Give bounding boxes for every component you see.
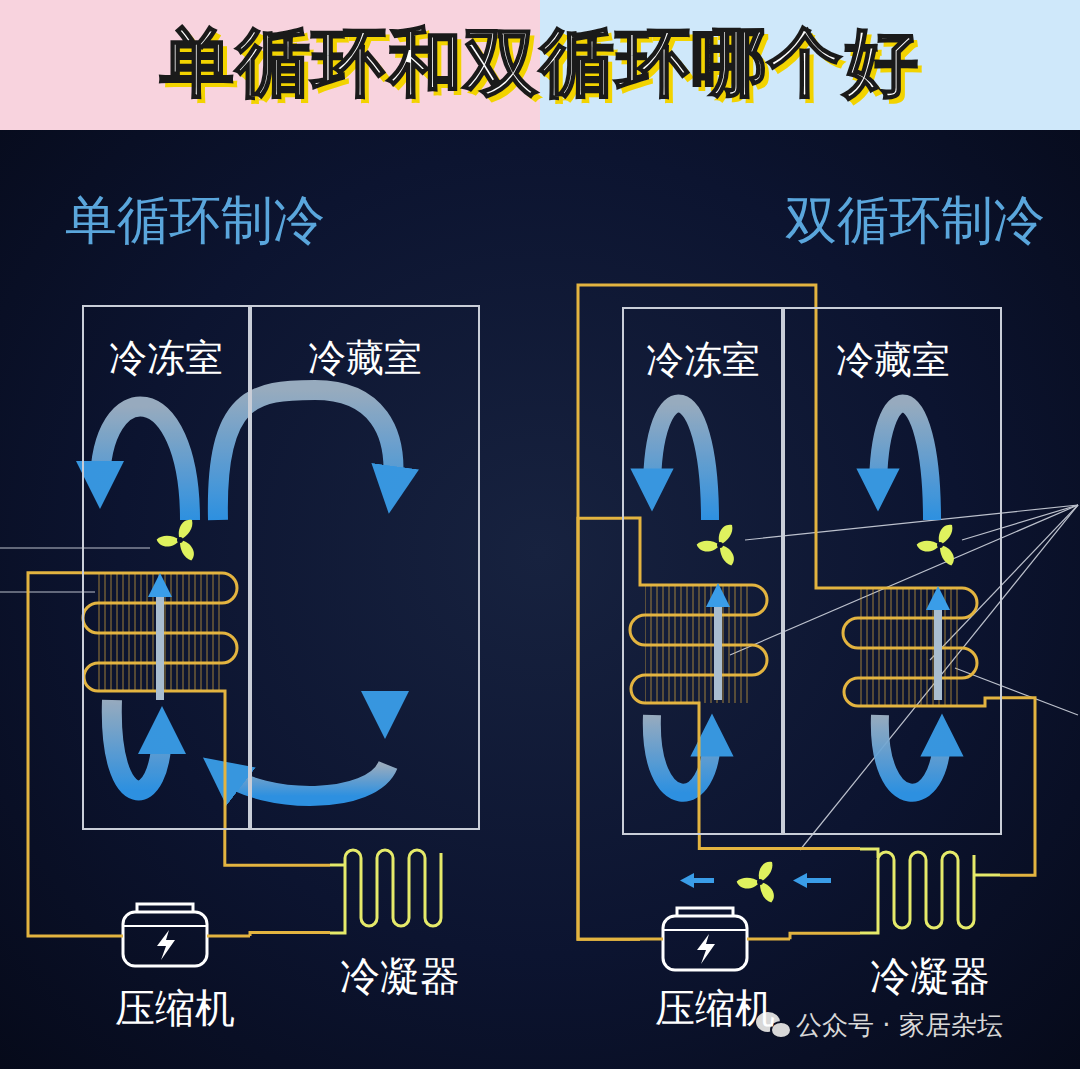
refrigerant-pipe (790, 933, 860, 939)
compartment-label: 冷凝器 (340, 949, 460, 1004)
compartment-label: 冷藏室 (308, 333, 422, 384)
compartment-label: 冷冻室 (646, 335, 760, 386)
compressor: 压缩机 (100, 880, 250, 1040)
compressor: 压缩机 (640, 885, 790, 1040)
compartment-label: 压缩机 (655, 981, 775, 1036)
watermark: 公众号 · 家居杂坛 (796, 1008, 1003, 1043)
refrigerant-pipe (699, 835, 860, 849)
refrigerant-pipe (225, 830, 330, 865)
title-text: 单循环和双循环哪个好 (0, 14, 1080, 114)
panel-heading: 单循环制冷 (65, 186, 325, 256)
compartment-label: 冷冻室 (109, 333, 223, 384)
refrigerant-pipe (578, 518, 640, 939)
condenser: 冷凝器 (860, 842, 1000, 1008)
fridge-compartment: 冷藏室 (250, 305, 480, 830)
freezer-compartment: 冷冻室 (82, 305, 250, 830)
refrigerant-pipe (250, 932, 330, 936)
refrigerant-pipe (28, 573, 100, 936)
compartment-label: 冷藏室 (836, 335, 950, 386)
condenser: 冷凝器 (330, 840, 470, 1008)
compartment-label: 压缩机 (115, 981, 235, 1036)
panel-heading: 双循环制冷 (785, 186, 1045, 256)
fridge-compartment: 冷藏室 (783, 307, 1002, 835)
freezer-compartment: 冷冻室 (622, 307, 783, 835)
compartment-label: 冷凝器 (870, 949, 990, 1004)
refrigerant-pipe (1000, 698, 1035, 876)
refrigerant-pipe (578, 285, 816, 939)
